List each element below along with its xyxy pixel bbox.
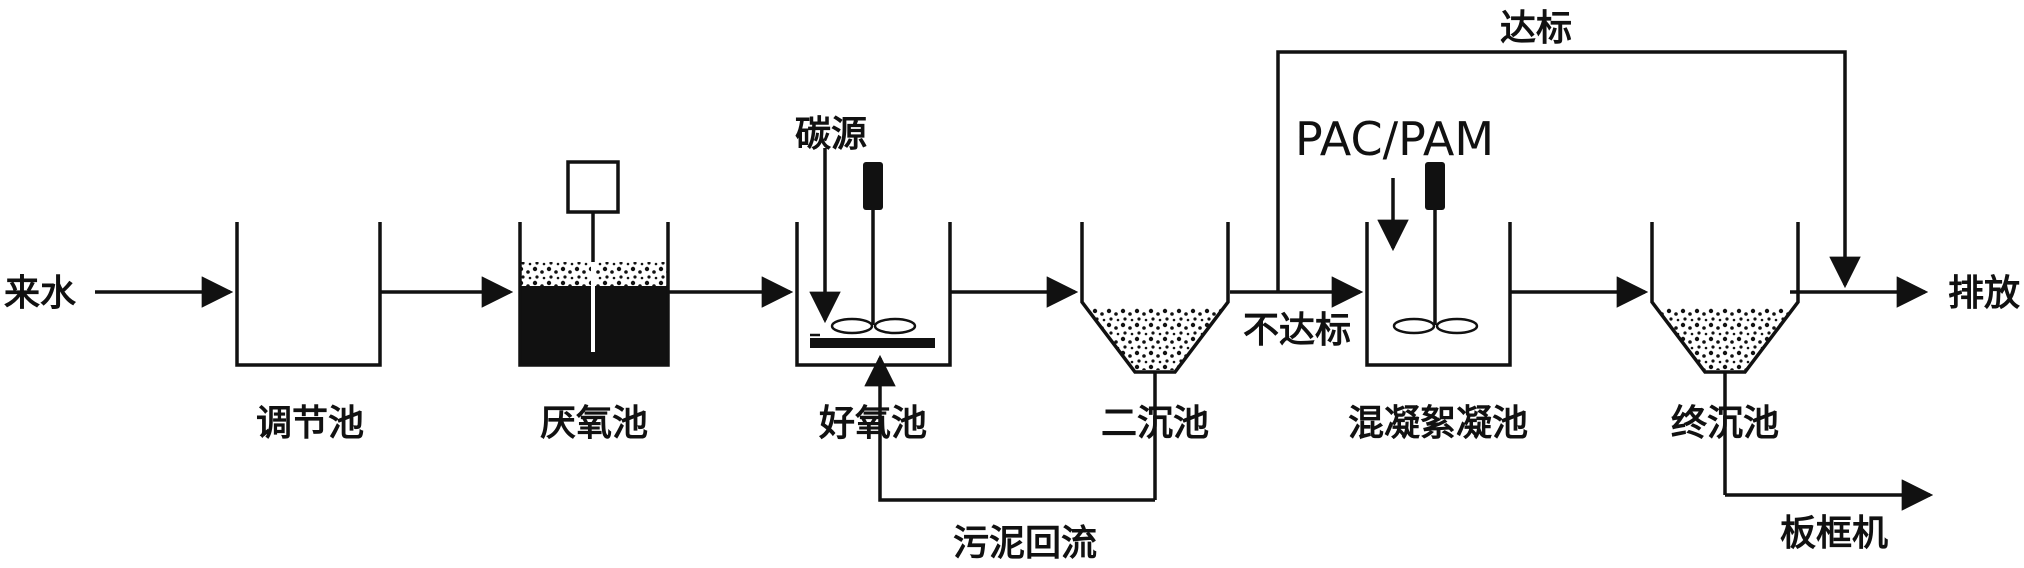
unit-label-anaerobic: 厌氧池 [540, 403, 648, 444]
motor-icon [566, 160, 620, 214]
pac-pam-label: PAC/PAM [1295, 112, 1494, 166]
filter-press-label: 板框机 [1780, 513, 1888, 554]
carbon-dose-label: 碳源 [795, 114, 867, 155]
coagulation-flocculation-tank [1365, 162, 1512, 367]
sludge-return-line [864, 354, 1155, 502]
motor-icon [863, 162, 883, 210]
motor-icon [1425, 162, 1445, 210]
secondary-clarifier [1080, 222, 1230, 500]
inlet-label: 来水 [4, 273, 77, 314]
impeller-left [830, 317, 874, 335]
fail-label: 不达标 [1243, 310, 1351, 351]
impeller-right [873, 317, 917, 335]
pass-label: 达标 [1500, 8, 1572, 49]
final-clarifier [1650, 222, 1800, 495]
unit-label-regulating: 调节池 [256, 403, 364, 444]
outlet-label: 排放 [1948, 273, 2020, 314]
impeller-right [1435, 317, 1479, 335]
anaerobic-tank [518, 160, 670, 367]
unit-label-final-clarifier: 终沉池 [1671, 403, 1779, 444]
aerobic-tank [795, 148, 952, 367]
bypass-line [1276, 50, 1861, 292]
sludge-return-label: 污泥回流 [953, 523, 1097, 564]
regulating-tank [235, 222, 382, 367]
unit-label-aerobic: 好氧池 [818, 403, 927, 444]
unit-label-secondary-clarifier: 二沉池 [1101, 403, 1209, 444]
impeller-left [1392, 317, 1436, 335]
aerator-icon [810, 338, 935, 348]
unit-label-coagulation: 混凝絮凝池 [1348, 403, 1528, 444]
